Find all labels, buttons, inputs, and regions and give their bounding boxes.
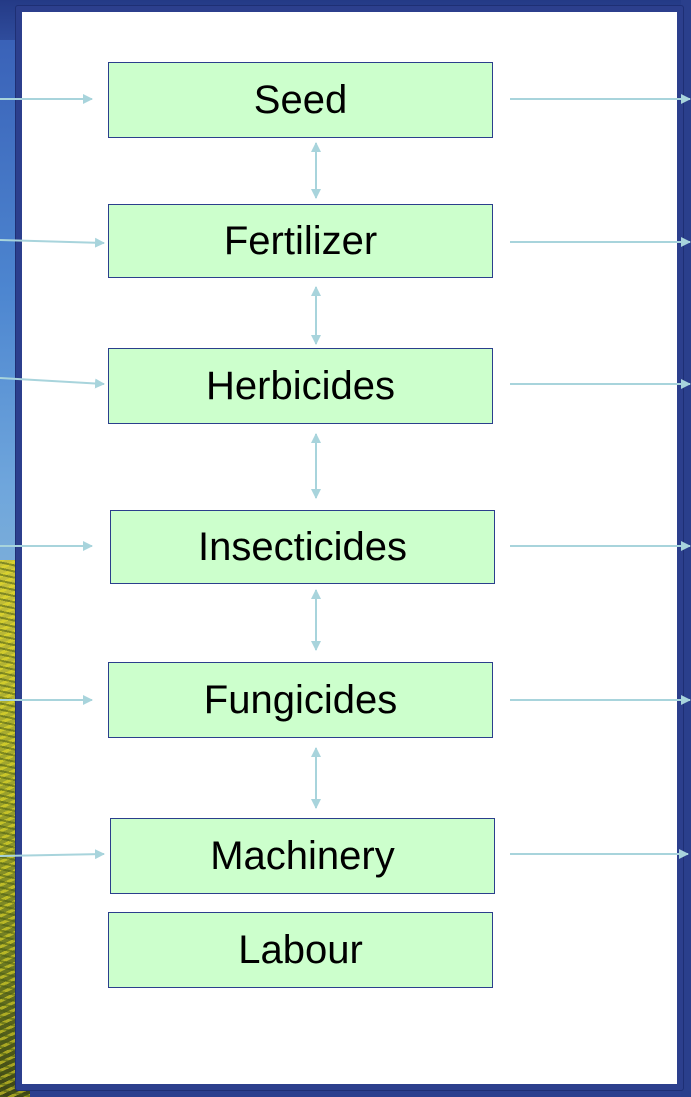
incoming-arrow-2 (0, 240, 104, 243)
box-seed-label: Seed (254, 78, 347, 123)
box-herbicides-label: Herbicides (206, 364, 395, 409)
box-herbicides: Herbicides (108, 348, 493, 424)
box-fertilizer: Fertilizer (108, 204, 493, 278)
box-insecticides: Insecticides (110, 510, 495, 584)
box-insecticides-label: Insecticides (198, 525, 407, 570)
box-labour: Labour (108, 912, 493, 988)
box-machinery: Machinery (110, 818, 495, 894)
box-fungicides: Fungicides (108, 662, 493, 738)
box-labour-label: Labour (238, 928, 363, 973)
box-machinery-label: Machinery (210, 834, 395, 879)
incoming-arrow-3 (0, 378, 104, 384)
incoming-arrow-6 (0, 854, 104, 856)
box-fertilizer-label: Fertilizer (224, 219, 377, 264)
box-fungicides-label: Fungicides (204, 678, 397, 723)
box-seed: Seed (108, 62, 493, 138)
